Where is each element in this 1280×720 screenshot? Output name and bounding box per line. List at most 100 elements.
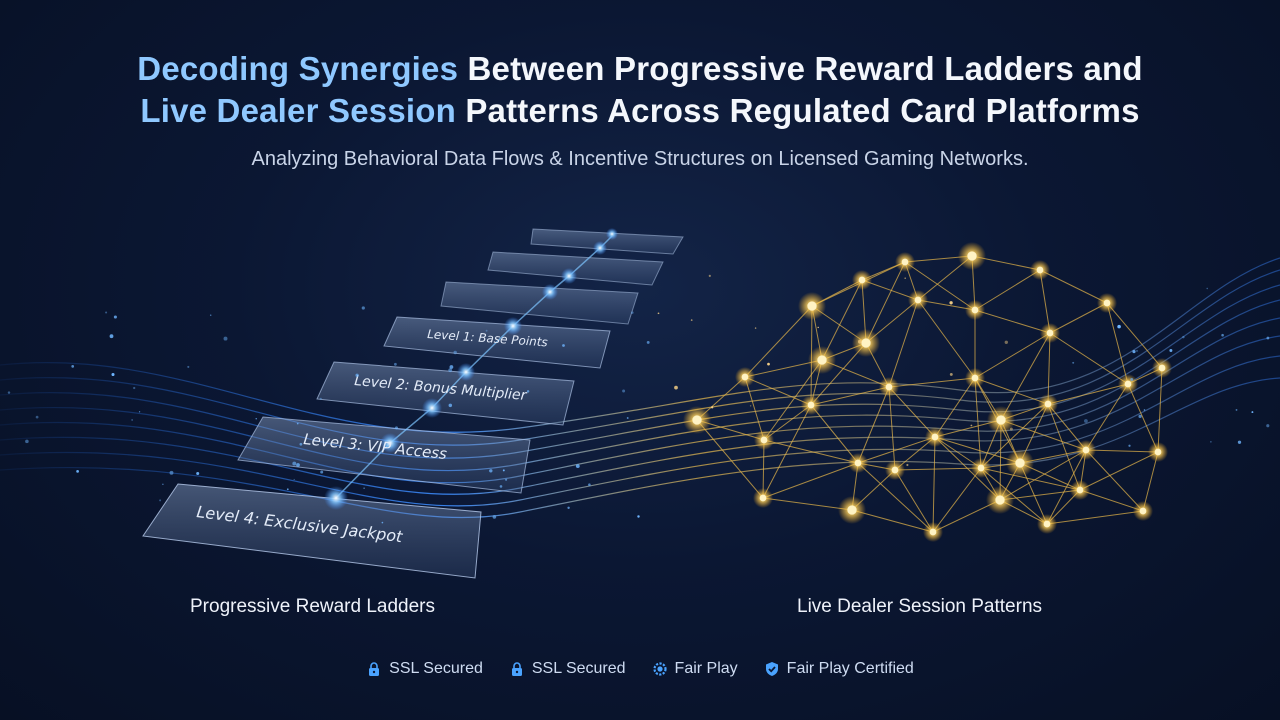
data-wave-lines — [0, 257, 1280, 519]
network-node-core — [1044, 400, 1052, 408]
network-edge — [821, 279, 863, 361]
page-title: Decoding Synergies Between Progressive R… — [0, 48, 1280, 132]
network-edge — [1157, 367, 1163, 453]
particle — [674, 385, 678, 390]
particle — [562, 344, 565, 347]
particle — [904, 277, 906, 279]
particle — [575, 464, 580, 468]
network-node-core — [807, 301, 817, 311]
network-edge — [857, 386, 890, 464]
particle — [1266, 336, 1270, 340]
particle — [1117, 324, 1121, 329]
particle — [1132, 350, 1136, 354]
particle — [394, 362, 397, 366]
particle — [711, 406, 714, 409]
particle — [754, 327, 757, 329]
network-edge — [980, 467, 1081, 491]
network-edge — [1079, 451, 1159, 491]
title-line-2: Patterns Across Regulated Card Platforms — [455, 92, 1140, 129]
ladder-level-4 — [142, 483, 482, 579]
particle — [492, 515, 497, 519]
particle — [209, 314, 212, 316]
network-edge — [762, 462, 859, 499]
network-edge — [857, 436, 936, 464]
network-edge — [894, 467, 982, 471]
check-shield-icon — [765, 662, 778, 676]
network-edge — [1039, 269, 1108, 304]
network-edge — [1000, 419, 1087, 451]
ladder-level-3 — [237, 416, 531, 494]
network-node-core — [741, 373, 749, 381]
network-edge — [1046, 449, 1087, 525]
particle — [187, 365, 190, 368]
particle — [526, 390, 530, 393]
particle — [449, 365, 454, 369]
network-node-core — [1046, 329, 1054, 337]
network-node-core — [885, 383, 893, 391]
network-edge — [1000, 332, 1051, 421]
caption-reward-ladders: Progressive Reward Ladders — [190, 596, 436, 617]
network-node-core — [996, 415, 1006, 425]
particle — [505, 478, 508, 481]
particle — [1182, 335, 1185, 339]
network-node-core — [929, 528, 937, 536]
particle — [109, 334, 114, 339]
particle — [25, 439, 29, 444]
particle — [588, 483, 591, 486]
particle — [35, 415, 39, 419]
reward-ladder: Level 1: Base Points Level 2: Bonus Mult… — [142, 228, 684, 579]
network-edge — [932, 467, 982, 533]
particle — [1210, 441, 1212, 443]
network-node-core — [807, 401, 815, 409]
trust-badges: SSL Secured SSL Secured Fair Play Fair P… — [0, 660, 1280, 678]
particle — [485, 329, 488, 332]
network-edge — [980, 467, 1048, 525]
network-edge — [857, 462, 934, 533]
particle — [292, 461, 297, 466]
network-edge — [888, 386, 936, 438]
particle — [133, 386, 136, 390]
network-node-core — [901, 258, 909, 266]
particle — [448, 368, 453, 373]
particle — [299, 442, 303, 446]
particle — [499, 485, 503, 488]
network-edge — [1106, 302, 1163, 369]
network-edge — [974, 269, 1041, 311]
network-edge — [810, 386, 890, 406]
network-edge — [894, 469, 934, 533]
particle — [196, 471, 200, 476]
network-node-core — [759, 494, 767, 502]
lock-icon — [511, 662, 522, 676]
network-node-core — [1139, 507, 1147, 515]
particle — [1169, 349, 1173, 352]
network-edge — [763, 359, 823, 441]
lock-icon — [369, 662, 380, 676]
badge-fair-play-certified: Fair Play Certified — [764, 660, 914, 678]
particle — [646, 340, 650, 344]
network-edge — [1106, 302, 1129, 385]
particle — [113, 315, 117, 319]
network-node-core — [914, 296, 922, 304]
network-edge — [1085, 383, 1129, 451]
network-edge — [1047, 383, 1129, 405]
particle — [1009, 427, 1013, 431]
particles — [7, 274, 1270, 524]
network-node-core — [977, 464, 985, 472]
network-edge — [888, 299, 919, 388]
network-edge — [762, 404, 812, 499]
network-node-core — [858, 276, 866, 284]
network-edge — [1047, 332, 1051, 405]
network-node-core — [967, 251, 977, 261]
particle — [159, 499, 162, 502]
particle — [363, 487, 365, 489]
particle — [906, 463, 909, 467]
network-node-core — [971, 374, 979, 382]
particle — [1206, 287, 1208, 290]
network-edge — [810, 404, 859, 464]
particle — [1143, 409, 1146, 411]
badge-label: SSL Secured — [531, 660, 626, 677]
badge-ssl-secured: SSL Secured — [366, 660, 483, 678]
network-node-core — [1124, 380, 1132, 388]
particle — [162, 483, 164, 485]
particle — [767, 362, 770, 366]
